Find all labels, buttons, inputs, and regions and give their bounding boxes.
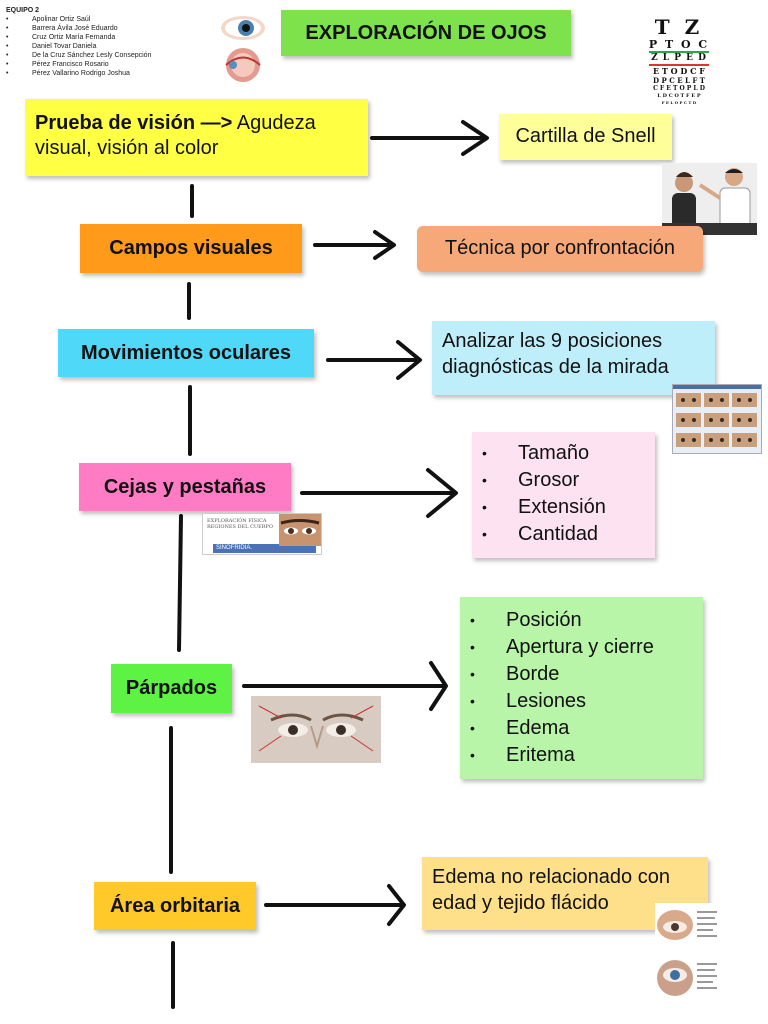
list-item: Lesiones xyxy=(460,688,703,715)
step-orbital-area: Área orbitaria xyxy=(94,882,256,930)
step-eyelids-list: Posición Apertura y cierre Borde Lesione… xyxy=(460,597,703,779)
swollen-eye-icon xyxy=(655,903,720,1003)
synophrys-image-title: EXPLORACIÓN FÍSICA REGIONES DEL CUERPO xyxy=(207,518,279,530)
step-vision-test-bold: Prueba de visión —> xyxy=(35,112,232,134)
eye-region-icon xyxy=(251,696,381,763)
list-item: Extensión xyxy=(472,494,655,521)
step-eye-movements-desc-text: Analizar las 9 posiciones diagnósticas d… xyxy=(442,330,669,378)
list-item: Apertura y cierre xyxy=(460,634,703,661)
step-visual-fields: Campos visuales xyxy=(80,224,302,273)
step-eyebrows-lashes-label: Cejas y pestañas xyxy=(104,476,266,499)
eyebrows-criteria-list: Tamaño Grosor Extensión Cantidad xyxy=(472,440,655,548)
orbital-edema-image xyxy=(655,903,720,1003)
step-vision-test: Prueba de visión —> Agudeza visual, visi… xyxy=(25,99,368,176)
synophrys-image: EXPLORACIÓN FÍSICA REGIONES DEL CUERPO S… xyxy=(202,513,322,555)
step-eyelids: Párpados xyxy=(111,664,232,713)
step-orbital-area-label: Área orbitaria xyxy=(110,895,240,918)
list-item: Edema xyxy=(460,715,703,742)
list-item: Grosor xyxy=(472,467,655,494)
step-visual-fields-desc: Técnica por confrontación xyxy=(417,226,703,272)
step-vision-test-desc: Cartilla de Snell xyxy=(499,114,672,160)
step-vision-test-desc-text: Cartilla de Snell xyxy=(515,124,655,150)
eyelid-regions-image xyxy=(251,696,381,763)
step-orbital-area-desc-text: Edema no relacionado con edad y tejido f… xyxy=(432,866,670,914)
doctor-patient-icon xyxy=(662,163,757,235)
eyelids-criteria-list: Posición Apertura y cierre Borde Lesione… xyxy=(460,607,703,769)
gaze-grid-icon xyxy=(673,385,761,453)
step-visual-fields-desc-text: Técnica por confrontación xyxy=(445,236,675,262)
face-eyes-icon xyxy=(279,514,321,546)
step-eye-movements-label: Movimientos oculares xyxy=(81,342,291,365)
step-eyebrows-lashes-list: Tamaño Grosor Extensión Cantidad xyxy=(472,432,655,558)
list-item: Borde xyxy=(460,661,703,688)
step-eyelids-label: Párpados xyxy=(126,677,217,700)
vertical-connector xyxy=(179,516,181,650)
list-item: Tamaño xyxy=(472,440,655,467)
list-item: Cantidad xyxy=(472,521,655,548)
step-eyebrows-lashes: Cejas y pestañas xyxy=(79,463,291,511)
step-visual-fields-label: Campos visuales xyxy=(109,237,272,260)
gaze-positions-image xyxy=(672,384,762,454)
list-item: Posición xyxy=(460,607,703,634)
list-item: Eritema xyxy=(460,742,703,769)
step-eye-movements: Movimientos oculares xyxy=(58,329,314,377)
confrontation-photo xyxy=(662,163,757,235)
